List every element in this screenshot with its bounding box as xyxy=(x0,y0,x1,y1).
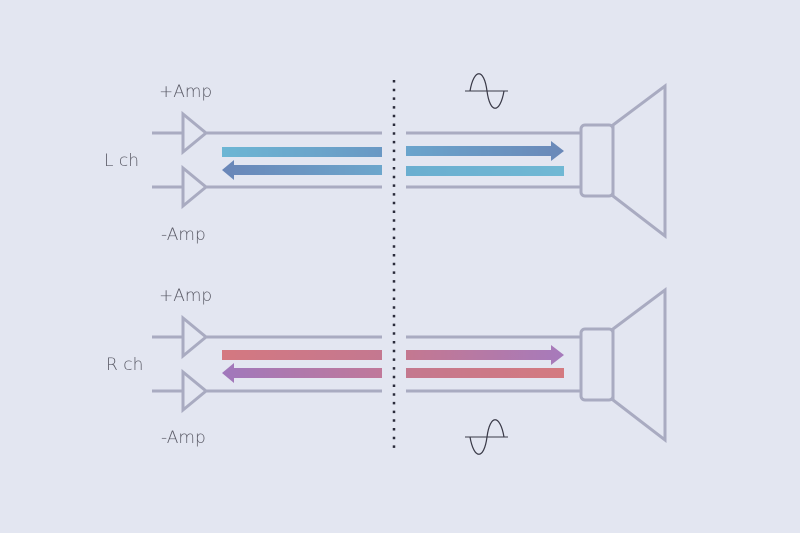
l-minus-amp-label: -Amp xyxy=(161,225,206,245)
l-forward-current-bar xyxy=(222,147,382,157)
l-return-current-bar xyxy=(406,166,564,176)
r-plus-amp-label: +Amp xyxy=(159,286,212,306)
right-channel: +Amp R ch -Amp xyxy=(106,286,667,455)
left-channel: +Amp L ch -Amp xyxy=(104,73,667,245)
r-plus-amp-icon xyxy=(181,314,209,360)
l-channel-label: L ch xyxy=(104,151,139,171)
l-plus-amp-icon xyxy=(181,110,209,156)
r-forward-current-bar xyxy=(222,350,382,360)
l-return-current-arrow xyxy=(222,160,382,180)
r-minus-amp-label: -Amp xyxy=(161,428,206,448)
r-channel-label: R ch xyxy=(106,355,143,375)
r-sine-wave-icon xyxy=(465,419,508,455)
r-speaker-icon xyxy=(579,287,667,444)
r-return-current-bar xyxy=(406,368,564,378)
l-forward-current-arrow xyxy=(406,141,564,161)
r-minus-amp-icon xyxy=(181,368,209,414)
l-plus-amp-label: +Amp xyxy=(159,82,212,102)
l-sine-wave-icon xyxy=(465,73,508,109)
l-speaker-icon xyxy=(579,83,667,240)
l-minus-amp-icon xyxy=(181,164,209,210)
r-forward-current-arrow xyxy=(406,345,564,365)
r-return-current-arrow xyxy=(222,363,382,383)
